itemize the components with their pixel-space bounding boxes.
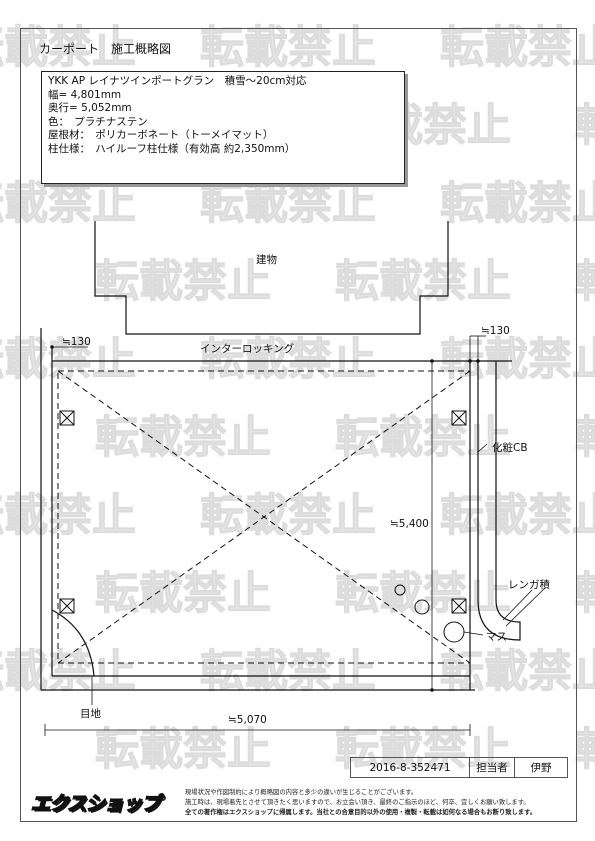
spec-roof: 屋根材： ポリカーボネート（トーメイマット） (48, 129, 274, 142)
cb-label: 化粧CB (492, 442, 528, 454)
mass-label: マス (486, 631, 507, 643)
brick-leader-2 (502, 589, 533, 621)
mass-circle (443, 621, 465, 643)
disclaimer-line-1: 現場状況や作図制約により概略図の内容と多少の違いが生じることがございます。 (185, 789, 418, 796)
dim-depth-label: ≒5,400 (390, 518, 429, 530)
carport-roof-outline (57, 370, 471, 664)
dim-dot-3 (468, 359, 472, 363)
doc-number: 2016-8-352471 (350, 757, 469, 778)
spec-width: 幅= 4,801mm (48, 88, 122, 101)
meji-label: 目地 (80, 708, 101, 720)
brick-leader (505, 587, 546, 627)
dim-right-130-label: ≒130 (481, 325, 510, 337)
building-label: 建物 (256, 254, 277, 266)
building-outline (94, 221, 449, 335)
cb-wall (477, 361, 521, 641)
drawing-frame (20, 28, 577, 822)
brick-label: レンガ積 (508, 579, 550, 591)
cb-leader (477, 443, 488, 453)
spec-product: YKK AP レイナツインポートグラン 積雪～20cm対応 (48, 75, 307, 87)
dim-left-130-label: ≒130 (62, 336, 91, 348)
spec-post: 柱仕様： ハイルーフ柱仕様（有効高 約2,350mm） (48, 142, 296, 155)
person-name: 伊野 (514, 757, 568, 778)
gate-arc (51, 609, 95, 677)
person-label: 担当者 (469, 757, 514, 778)
carport-diagonal-2 (57, 370, 471, 664)
footer-info: 2016-8-352471 担当者 伊野 (350, 757, 568, 778)
company-logo: エクスショップ (30, 792, 161, 816)
carport-post (59, 598, 75, 614)
dim-width-label: ≒5,070 (228, 714, 267, 726)
logo-shadow: エクスショップ (33, 795, 162, 817)
dim-dot-4 (476, 359, 480, 363)
spec-depth: 奥行= 5,052mm (48, 102, 132, 115)
carport-post (451, 410, 467, 426)
spec-color: 色： プラチナステン (48, 115, 148, 128)
interlocking-label: インターロッキング (200, 343, 295, 355)
disclaimer-line-2: 施工時は、現場着先とさせて頂きたく思いますので、お立会い頂き、最終のご指示のほど… (185, 799, 530, 806)
carport-post (59, 410, 75, 426)
dim-dot-2 (430, 688, 434, 692)
feature-circle-medium (414, 599, 430, 615)
dim-dot-1 (430, 359, 434, 363)
carport-post (451, 598, 467, 614)
spec-box: YKK AP レイナツインポートグラン 積雪～20cm対応 幅= 4,801mm… (41, 71, 405, 184)
disclaimer: 現場状況や作図制約により概略図の内容と多少の違いが生じることがございます。 施工… (185, 788, 560, 818)
dim-dot-5 (50, 345, 54, 349)
disclaimer-line-3: 全ての著作権はエクスショップに帰属します。当社との合意目的以外の使用・複製・転載… (185, 809, 537, 816)
document-title: カーポート 施工概略図 (39, 42, 172, 56)
mass-leader (463, 631, 484, 636)
feature-circle-small (394, 584, 406, 596)
